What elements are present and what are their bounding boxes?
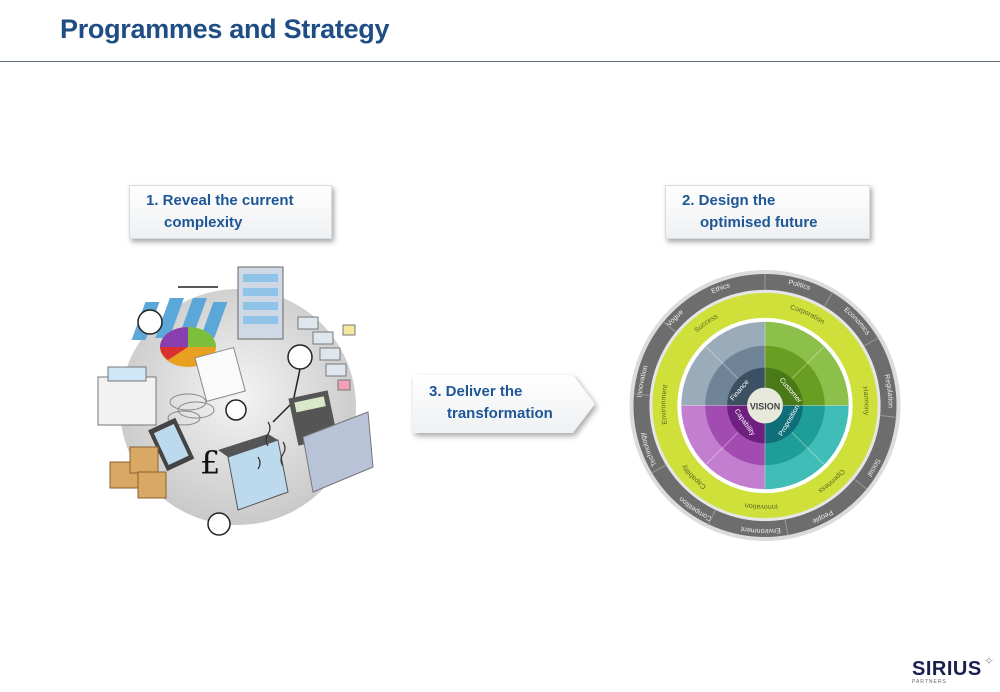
laptop-icon xyxy=(218,434,289,511)
star-icon: ✧ xyxy=(984,654,995,668)
title-divider xyxy=(0,61,1000,62)
printer-icon xyxy=(97,366,157,426)
office-building-icon xyxy=(237,266,284,340)
step-1-line1: 1. Reveal the current xyxy=(146,192,294,209)
step-3-arrow-callout: 3. Deliver the transformation xyxy=(413,375,595,433)
document-icon xyxy=(194,346,246,403)
stick-figures xyxy=(137,309,313,536)
step-1-line2: complexity xyxy=(164,214,243,231)
step-2-line2: optimised future xyxy=(700,214,818,231)
logo-subtitle: PARTNERS xyxy=(912,679,947,685)
paperclips-icon xyxy=(167,393,215,426)
svg-text:Environment: Environment xyxy=(740,525,781,534)
svg-text:Regulation: Regulation xyxy=(883,374,894,408)
squiggle-lines xyxy=(257,421,286,470)
pound-sign-icon: £ xyxy=(200,444,220,482)
org-chart-icon xyxy=(297,316,356,391)
page-title: Programmes and Strategy xyxy=(60,14,390,44)
complexity-illustration: £ xyxy=(97,266,374,536)
step-2-callout: 2. Design the optimised future xyxy=(665,185,870,239)
logo-name: SIRIUS xyxy=(912,658,982,680)
crates-icon xyxy=(109,446,167,499)
factory-icon xyxy=(302,411,374,493)
step-3-line1: 3. Deliver the xyxy=(429,383,523,400)
step-2-line1: 2. Design the xyxy=(682,192,776,209)
vision-wheel: VISION Finance Customer Proposition Capa… xyxy=(629,269,901,542)
step-3-line2: transformation xyxy=(447,405,553,422)
vision-center xyxy=(747,387,783,424)
svg-text:Environment: Environment xyxy=(660,384,669,425)
step-1-callout: 1. Reveal the current complexity xyxy=(129,185,332,239)
svg-text:Innovation: Innovation xyxy=(744,501,778,510)
svg-text:Harmony: Harmony xyxy=(861,386,870,416)
sirius-partners-logo: SIRIUS PARTNERS ✧ xyxy=(912,654,994,685)
vision-label: VISION xyxy=(750,401,780,411)
